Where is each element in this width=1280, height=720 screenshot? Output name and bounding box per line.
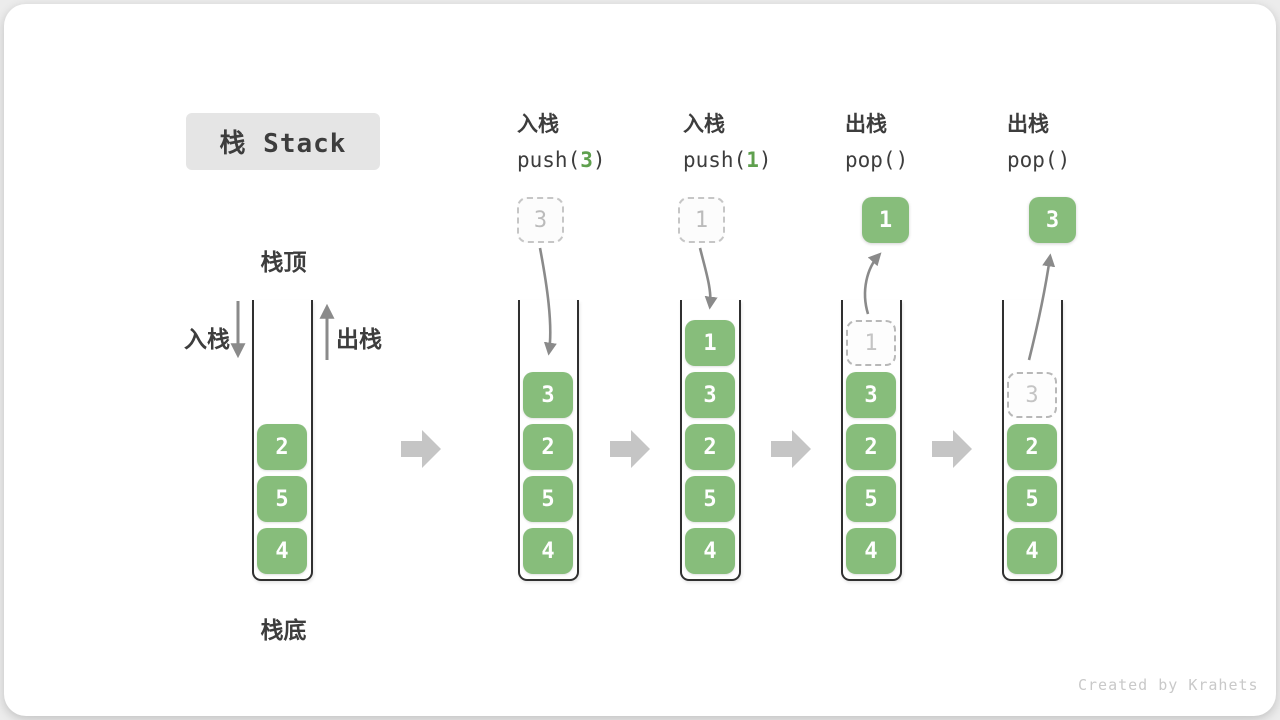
stack-cell: 5	[257, 476, 307, 522]
stack-cell: 2	[1007, 424, 1057, 470]
stack-cell: 3	[685, 372, 735, 418]
figure-title-box: 栈 Stack	[186, 113, 380, 170]
incoming-element-box: 3	[517, 197, 564, 243]
stack-cell: 2	[846, 424, 896, 470]
operation-label-push-3: 入栈 push(3)	[517, 106, 606, 178]
operation-name: 出栈	[1007, 112, 1049, 136]
stack-cell: 5	[1007, 476, 1057, 522]
popped-element-box: 1	[862, 197, 909, 243]
stack-top-label: 栈顶	[260, 250, 307, 276]
popped-element-box: 3	[1029, 197, 1076, 243]
stack-cell: 5	[846, 476, 896, 522]
stack-cell: 2	[523, 424, 573, 470]
stack-cell: 3	[523, 372, 573, 418]
operation-label-pop-1: 出栈 pop()	[845, 106, 908, 178]
operation-arg: 1	[746, 148, 759, 172]
stack-cell: 4	[846, 528, 896, 574]
stack-container-after-push3: 3 2 5 4	[518, 300, 579, 581]
stack-cell: 2	[685, 424, 735, 470]
stack-container-after-push1: 1 3 2 5 4	[680, 300, 741, 581]
stack-cell: 3	[846, 372, 896, 418]
figure-title: 栈 Stack	[219, 129, 347, 159]
stack-container-initial: 2 5 4	[252, 300, 313, 581]
stack-cell-removed: 3	[1007, 372, 1057, 418]
figure-card	[4, 4, 1276, 716]
stack-cell: 4	[685, 528, 735, 574]
stack-bottom-label: 栈底	[260, 618, 307, 644]
stack-cell: 1	[685, 320, 735, 366]
operation-label-pop-2: 出栈 pop()	[1007, 106, 1070, 178]
watermark: Created by Krahets	[1078, 676, 1259, 694]
stack-cell: 4	[523, 528, 573, 574]
stack-container-after-pop1: 1 3 2 5 4	[841, 300, 902, 581]
pop-direction-label: 出栈	[336, 327, 382, 353]
operation-code: pop()	[845, 148, 909, 172]
incoming-element-box: 1	[678, 197, 725, 243]
stack-cell: 5	[523, 476, 573, 522]
operation-code: push(1)	[683, 148, 772, 172]
operation-name: 入栈	[517, 112, 559, 136]
stack-cell: 5	[685, 476, 735, 522]
stack-cell-removed: 1	[846, 320, 896, 366]
stack-cell: 4	[257, 528, 307, 574]
operation-code: pop()	[1007, 148, 1071, 172]
push-direction-label: 入栈	[184, 327, 230, 353]
stack-cell: 4	[1007, 528, 1057, 574]
operation-name: 入栈	[683, 112, 725, 136]
operation-code: push(3)	[517, 148, 606, 172]
operation-arg: 3	[580, 148, 593, 172]
operation-label-push-1: 入栈 push(1)	[683, 106, 772, 178]
stack-container-after-pop2: 3 2 5 4	[1002, 300, 1063, 581]
operation-name: 出栈	[845, 112, 887, 136]
stack-cell: 2	[257, 424, 307, 470]
